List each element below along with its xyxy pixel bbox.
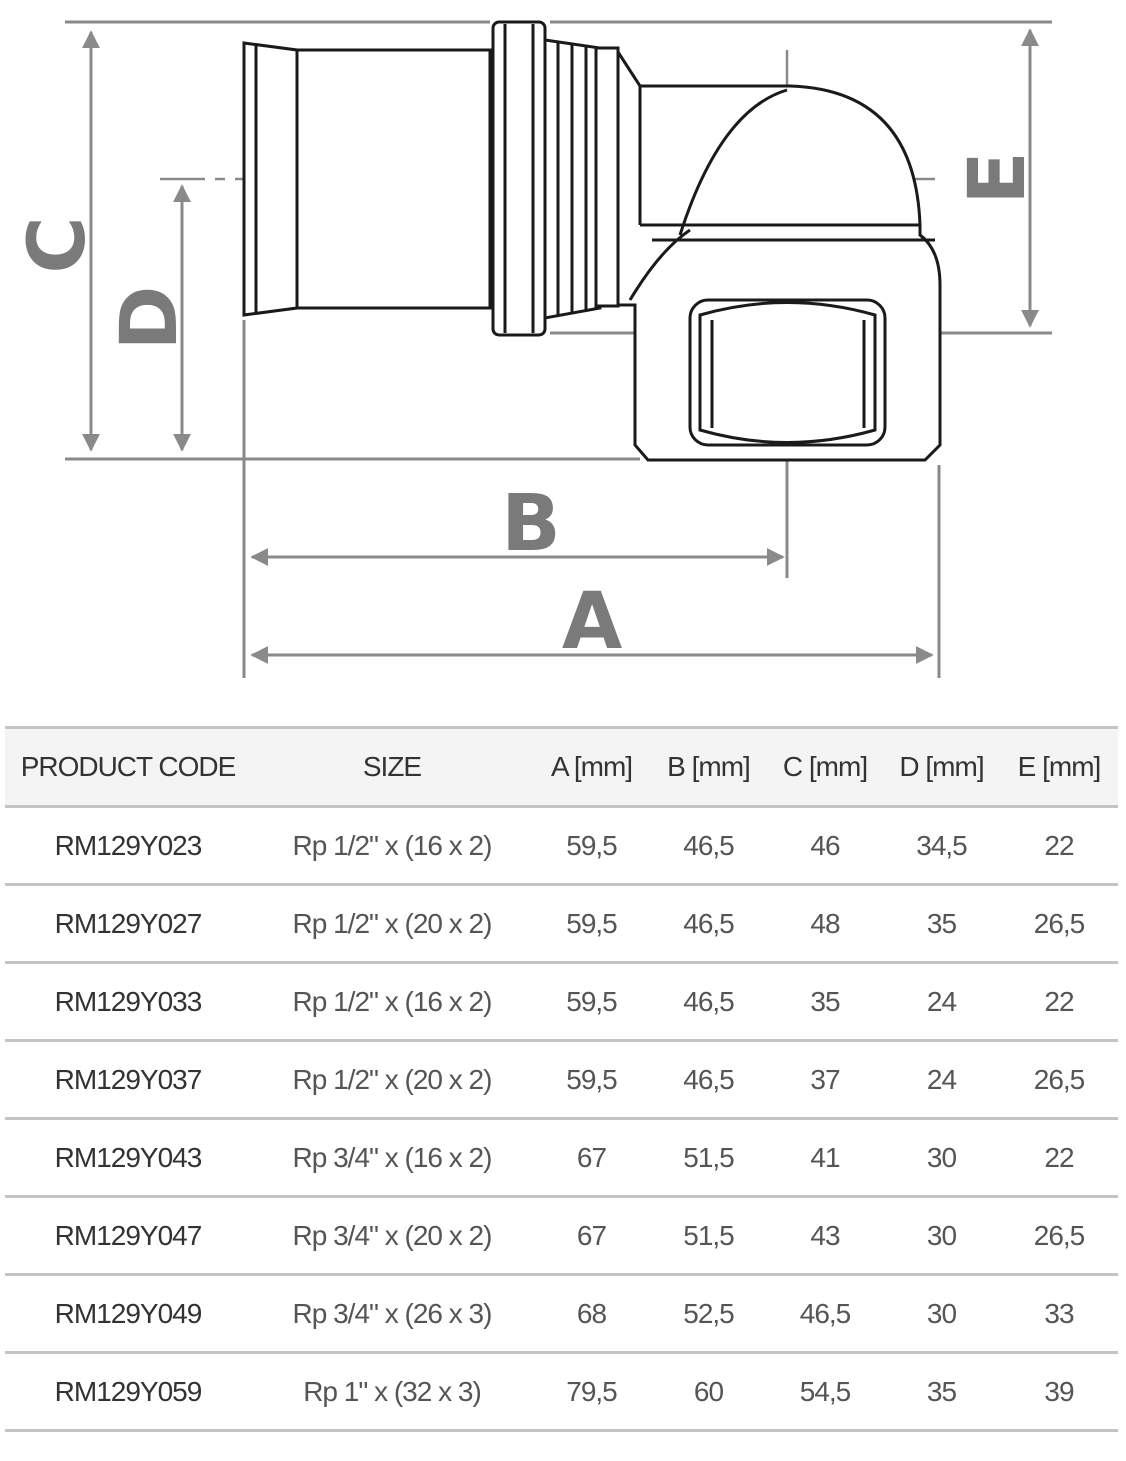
cell-b: 46,5 bbox=[650, 806, 767, 886]
cell-c: 37 bbox=[767, 1040, 883, 1120]
cell-c: 35 bbox=[767, 962, 883, 1042]
cell-a: 68 bbox=[533, 1274, 650, 1354]
cell-e: 26,5 bbox=[1000, 1196, 1118, 1276]
dimensions-table: PRODUCT CODE SIZE A [mm] B [mm] C [mm] D… bbox=[5, 726, 1118, 1432]
cell-d: 30 bbox=[883, 1196, 1000, 1276]
cell-d: 35 bbox=[883, 884, 1000, 964]
label-b: B bbox=[501, 479, 560, 569]
cell-product-code: RM129Y043 bbox=[5, 1118, 251, 1198]
header-b: B [mm] bbox=[650, 726, 767, 808]
cell-b: 52,5 bbox=[650, 1274, 767, 1354]
cell-c: 54,5 bbox=[767, 1352, 883, 1432]
cell-a: 79,5 bbox=[533, 1352, 650, 1432]
cell-product-code: RM129Y033 bbox=[5, 962, 251, 1042]
cell-product-code: RM129Y047 bbox=[5, 1196, 251, 1276]
cell-a: 59,5 bbox=[533, 1040, 650, 1120]
header-e: E [mm] bbox=[1000, 726, 1118, 808]
cell-size: Rp 1/2" x (16 x 2) bbox=[251, 806, 533, 886]
cell-e: 22 bbox=[1000, 962, 1118, 1042]
cell-a: 67 bbox=[533, 1118, 650, 1198]
cell-c: 43 bbox=[767, 1196, 883, 1276]
label-d: D bbox=[105, 286, 195, 351]
cell-e: 33 bbox=[1000, 1274, 1118, 1354]
label-e: E bbox=[953, 151, 1043, 204]
header-product-code: PRODUCT CODE bbox=[5, 726, 251, 808]
label-c: C bbox=[13, 216, 103, 273]
cell-size: Rp 1" x (32 x 3) bbox=[251, 1352, 533, 1432]
cell-size: Rp 3/4" x (16 x 2) bbox=[251, 1118, 533, 1198]
cell-size: Rp 1/2" x (16 x 2) bbox=[251, 962, 533, 1042]
cell-d: 34,5 bbox=[883, 806, 1000, 886]
cell-c: 41 bbox=[767, 1118, 883, 1198]
dimension-lines bbox=[82, 28, 1039, 664]
cell-e: 39 bbox=[1000, 1352, 1118, 1432]
cell-d: 24 bbox=[883, 1040, 1000, 1120]
cell-b: 46,5 bbox=[650, 962, 767, 1042]
cell-size: Rp 3/4" x (20 x 2) bbox=[251, 1196, 533, 1276]
cell-product-code: RM129Y037 bbox=[5, 1040, 251, 1120]
cell-b: 46,5 bbox=[650, 1040, 767, 1120]
cell-c: 48 bbox=[767, 884, 883, 964]
cell-d: 30 bbox=[883, 1274, 1000, 1354]
cell-b: 46,5 bbox=[650, 884, 767, 964]
cell-a: 59,5 bbox=[533, 884, 650, 964]
cell-a: 67 bbox=[533, 1196, 650, 1276]
cell-c: 46 bbox=[767, 806, 883, 886]
header-d: D [mm] bbox=[883, 726, 1000, 808]
cell-size: Rp 1/2" x (20 x 2) bbox=[251, 1040, 533, 1120]
cell-c: 46,5 bbox=[767, 1274, 883, 1354]
cell-d: 35 bbox=[883, 1352, 1000, 1432]
cell-product-code: RM129Y027 bbox=[5, 884, 251, 964]
cell-a: 59,5 bbox=[533, 806, 650, 886]
cell-b: 60 bbox=[650, 1352, 767, 1432]
cell-d: 30 bbox=[883, 1118, 1000, 1198]
cell-product-code: RM129Y059 bbox=[5, 1352, 251, 1432]
cell-d: 24 bbox=[883, 962, 1000, 1042]
header-c: C [mm] bbox=[767, 726, 883, 808]
table-header-row: PRODUCT CODE SIZE A [mm] B [mm] C [mm] D… bbox=[5, 726, 1118, 808]
label-a: A bbox=[562, 577, 622, 667]
cell-e: 22 bbox=[1000, 806, 1118, 886]
cell-e: 26,5 bbox=[1000, 1040, 1118, 1120]
cell-size: Rp 3/4" x (26 x 3) bbox=[251, 1274, 533, 1354]
cell-e: 22 bbox=[1000, 1118, 1118, 1198]
cell-b: 51,5 bbox=[650, 1118, 767, 1198]
cell-product-code: RM129Y023 bbox=[5, 806, 251, 886]
cell-b: 51,5 bbox=[650, 1196, 767, 1276]
cell-product-code: RM129Y049 bbox=[5, 1274, 251, 1354]
cell-size: Rp 1/2" x (20 x 2) bbox=[251, 884, 533, 964]
fitting-dimension-drawing: C D E B A bbox=[13, 20, 1052, 678]
cell-e: 26,5 bbox=[1000, 884, 1118, 964]
cell-a: 59,5 bbox=[533, 962, 650, 1042]
header-a: A [mm] bbox=[533, 726, 650, 808]
header-size: SIZE bbox=[251, 726, 533, 808]
fitting-outline bbox=[242, 20, 942, 462]
